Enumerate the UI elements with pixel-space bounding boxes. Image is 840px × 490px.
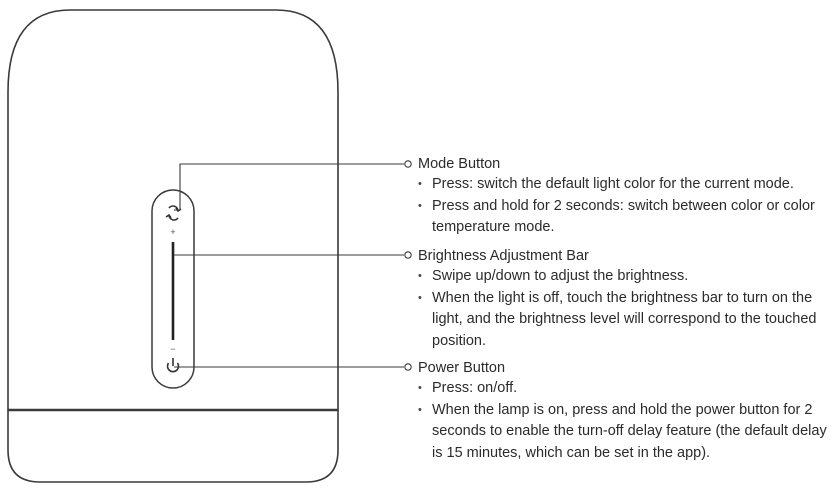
mode-button-leader [174,160,412,211]
power-button-leader [174,363,412,371]
control-strip [151,189,195,389]
power-button-title: Power Button [418,360,506,376]
brightness-plus-label: + [170,227,175,237]
mode-button-bullet-2: Press and hold for 2 seconds: switch bet… [418,196,837,239]
power-button-description: Power Button Press: on/off. When the lam… [418,358,838,464]
power-button-bullet-1: Press: on/off. [418,378,838,400]
brightness-bar-bullet-2: When the light is off, touch the brightn… [418,288,827,353]
cycle-arrows-icon[interactable] [165,205,182,221]
mode-button-bullet-1: Press: switch the default light color fo… [418,174,838,196]
brightness-bar-description: Brightness Adjustment Bar Swipe up/down … [418,246,838,352]
mode-button-description: Mode Button Press: switch the default li… [418,154,838,239]
power-icon[interactable] [166,358,180,373]
brightness-minus-label: − [170,344,175,354]
mode-button-title: Mode Button [418,156,501,172]
power-button-bullet-2: When the lamp is on, press and hold the … [418,400,832,465]
brightness-bar-title: Brightness Adjustment Bar [418,248,589,264]
brightness-bar-bullet-1: Swipe up/down to adjust the brightness. [418,266,838,288]
lamp-base [7,410,339,483]
brightness-bar-leader [174,251,412,259]
